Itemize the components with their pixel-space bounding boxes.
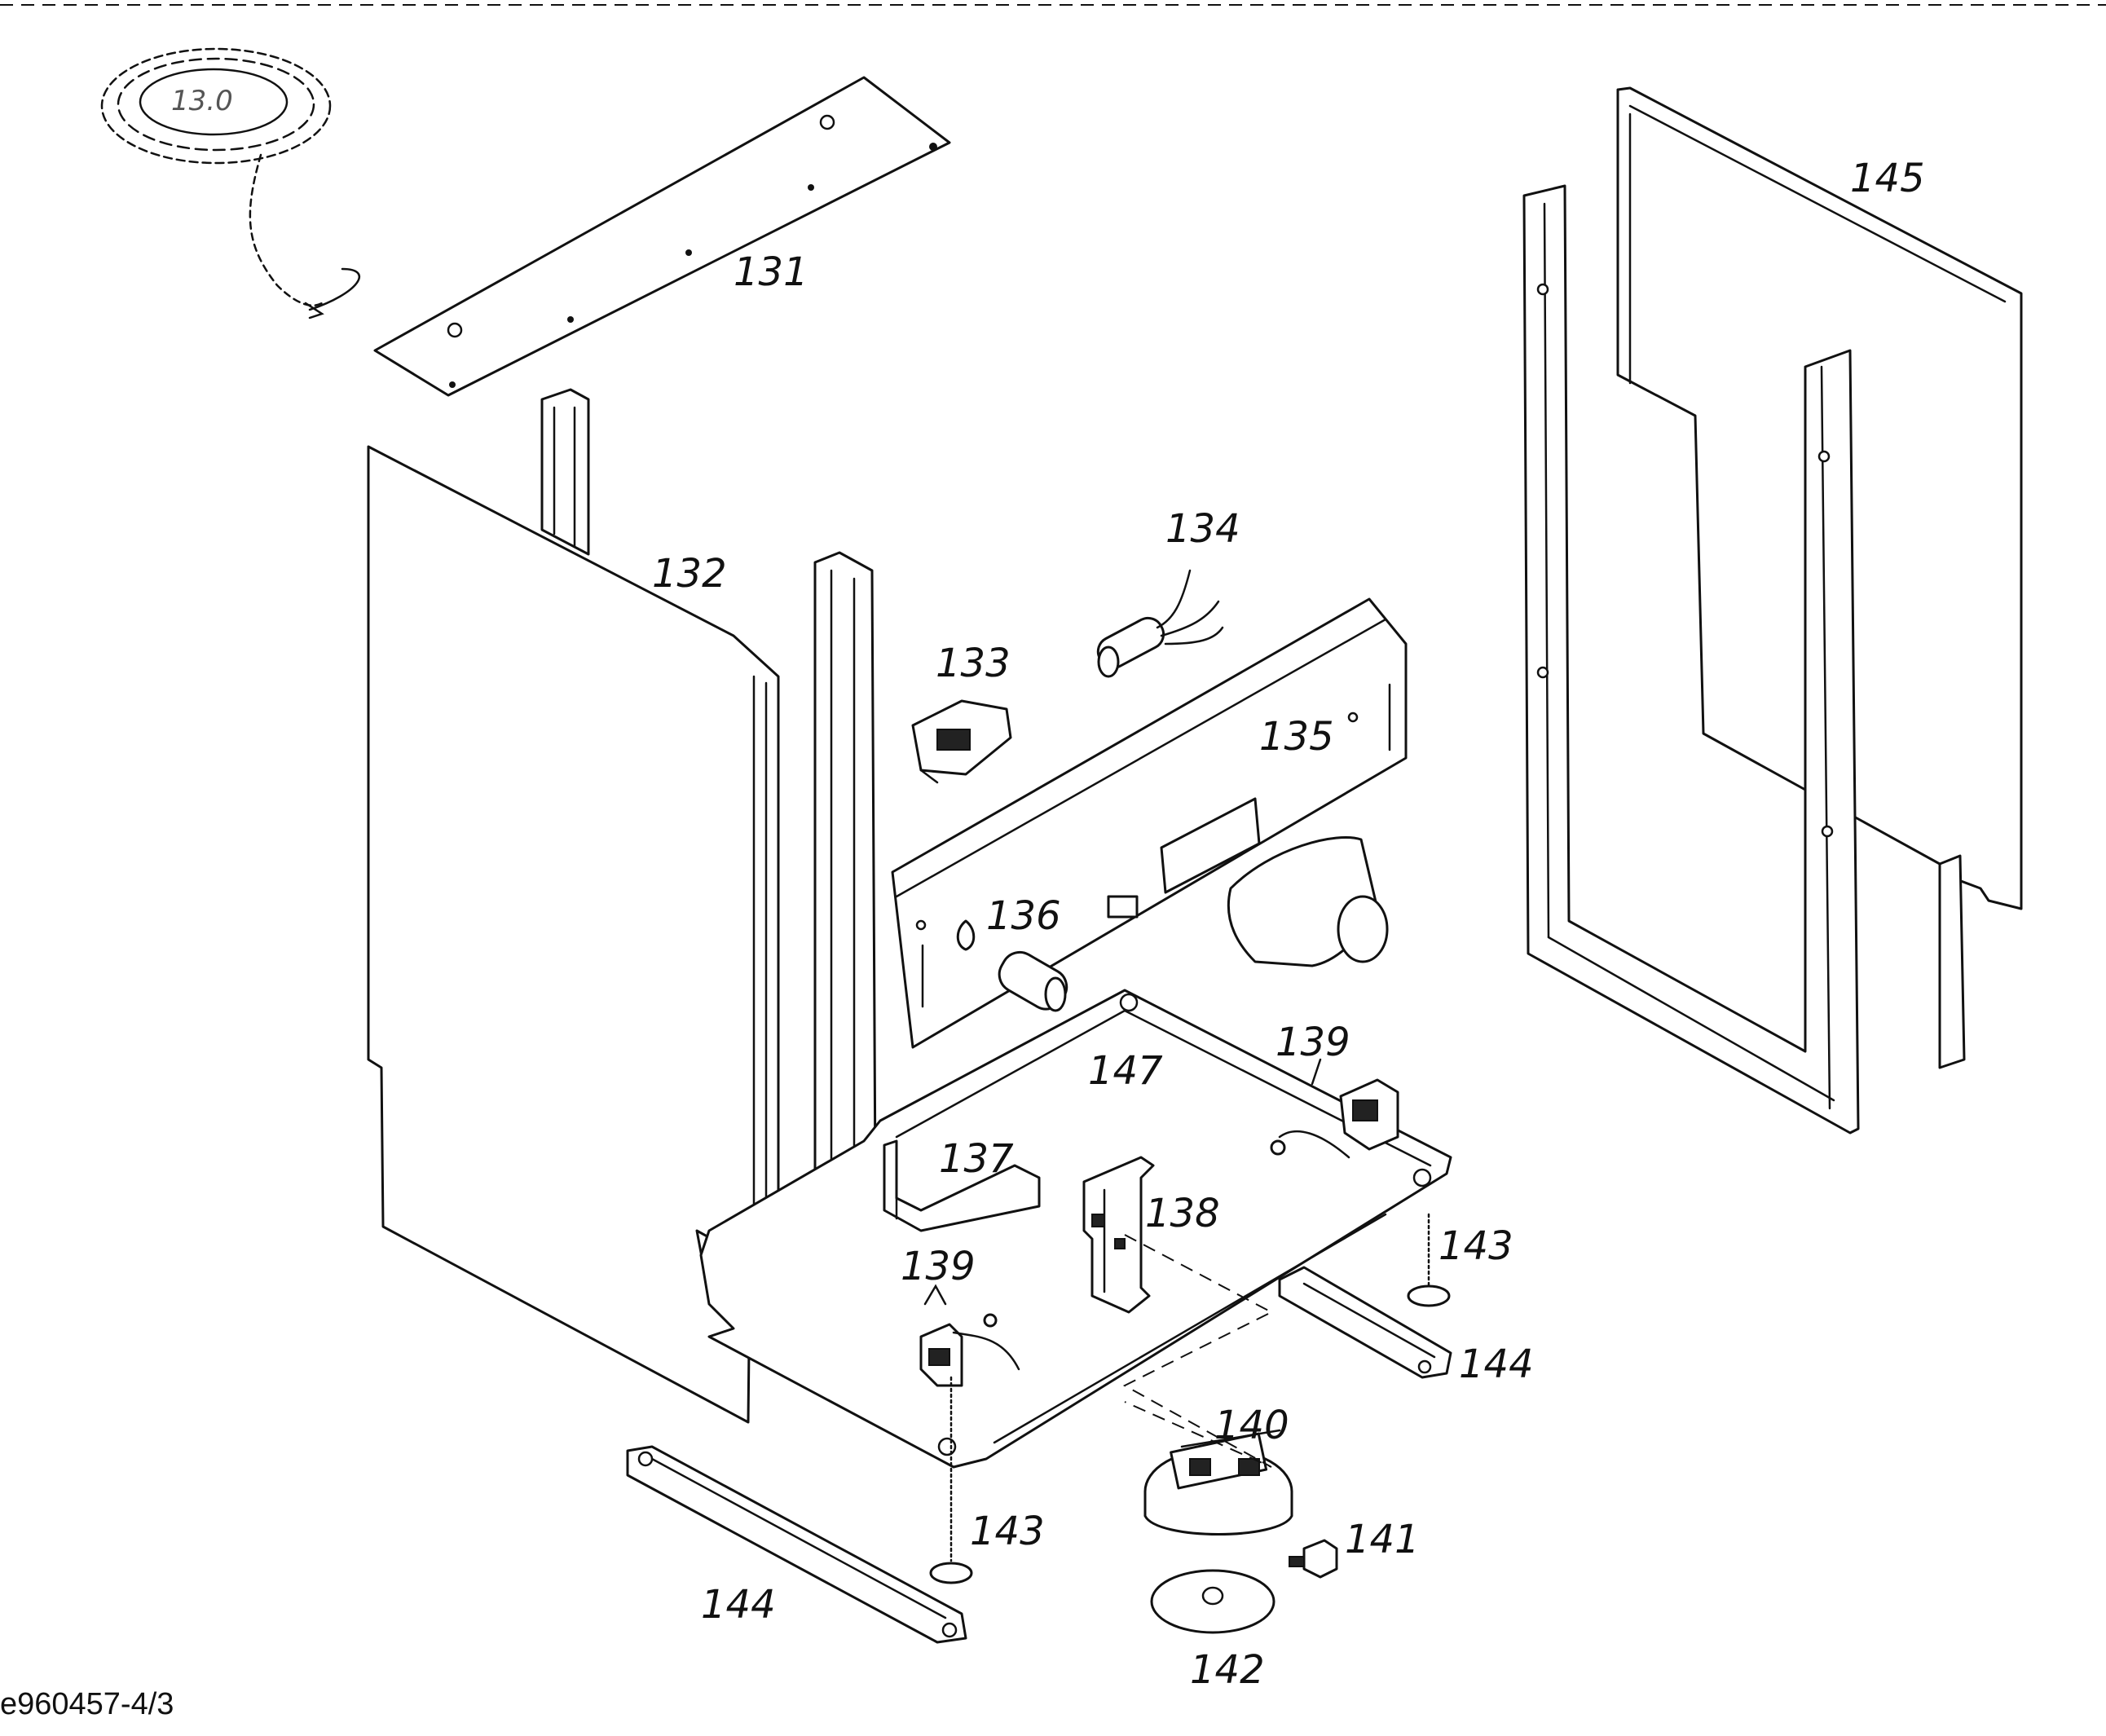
label-144-rear: 144 <box>1459 1342 1534 1387</box>
assembly-guide-lines <box>1122 1234 1274 1468</box>
part-144-rail-rear <box>1278 1266 1452 1379</box>
part-134-capacitor <box>1096 569 1224 678</box>
drawing-reference-code: e960457-4/3 <box>0 1687 174 1721</box>
part-143-screw-left <box>929 1376 973 1584</box>
label-134: 134 <box>1165 506 1240 552</box>
part-143-screw-right <box>1407 1213 1451 1307</box>
label-135: 135 <box>1259 714 1334 760</box>
label-143-right: 143 <box>1439 1223 1513 1269</box>
part-133-door-switch <box>911 699 1012 784</box>
label-133: 133 <box>936 641 1011 686</box>
label-139-upper: 139 <box>1275 1020 1350 1065</box>
part-140-float-assembly <box>1143 1429 1293 1536</box>
part-130-cable-coil <box>100 47 360 319</box>
label-138: 138 <box>1145 1191 1220 1236</box>
label-136: 136 <box>986 893 1061 939</box>
label-132: 132 <box>652 551 727 597</box>
label-140: 140 <box>1214 1403 1289 1448</box>
label-147: 147 <box>1088 1048 1163 1094</box>
part-139-clip-upper <box>1270 1058 1399 1159</box>
part-131-top-plate <box>373 76 951 397</box>
label-137: 137 <box>939 1136 1014 1182</box>
label-143-left: 143 <box>970 1509 1045 1554</box>
part-135-front-panel <box>891 597 1408 1049</box>
label-139-lower: 139 <box>901 1244 976 1289</box>
part-145-inner-frame <box>1522 184 1966 1135</box>
part-137-bracket <box>883 1139 1041 1232</box>
part-144-rail-front <box>626 1445 967 1644</box>
label-145: 145 <box>1850 156 1925 201</box>
label-141: 141 <box>1345 1517 1420 1562</box>
label-130: 13.0 <box>171 85 233 117</box>
part-139-clip-lower <box>919 1284 1020 1387</box>
part-135-dispenser-bracket <box>1227 836 1389 967</box>
part-138-mounting-bracket <box>1082 1156 1155 1314</box>
part-141-switch <box>1289 1539 1338 1579</box>
label-144-front: 144 <box>701 1582 776 1628</box>
part-142-disc <box>1150 1569 1275 1634</box>
label-142: 142 <box>1190 1647 1265 1693</box>
part-136-component <box>956 919 1068 1012</box>
label-131: 131 <box>734 249 808 295</box>
part-147-base-frame <box>699 989 1452 1469</box>
rear-corner-rail <box>540 388 590 556</box>
